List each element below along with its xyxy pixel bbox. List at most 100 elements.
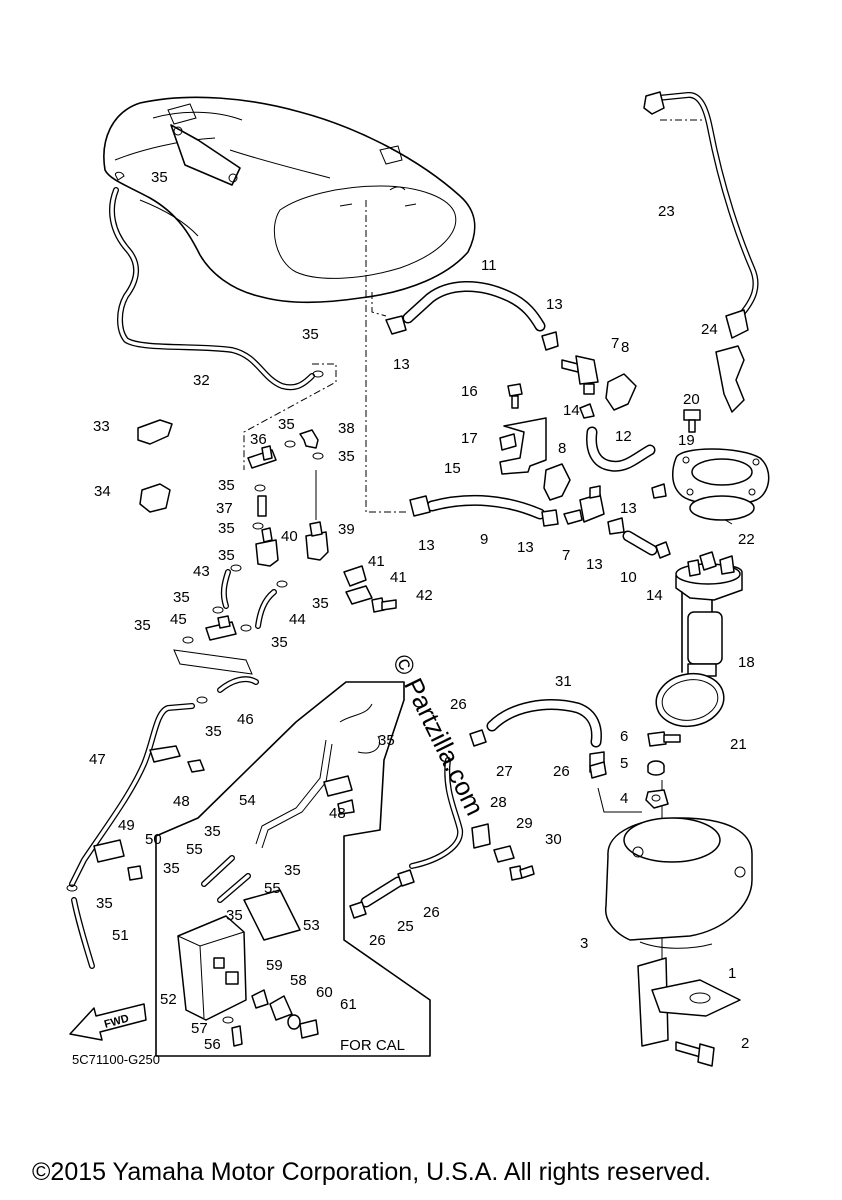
callout-60: 60 (316, 984, 333, 1001)
bracket-15 (499, 417, 547, 475)
clamp-41 (343, 565, 367, 587)
callout-55: 55 (186, 841, 203, 858)
hose-27 (409, 757, 464, 869)
callout-35: 35 (312, 595, 329, 612)
fuel-tank (103, 96, 476, 304)
callout-35: 35 (284, 862, 301, 879)
nut-4 (645, 789, 669, 809)
fuel-hose-9 (426, 494, 546, 520)
callout-55: 55 (264, 880, 281, 897)
clamp-49 (93, 839, 125, 863)
joint-45 (173, 615, 253, 675)
copyright-notice: ©2015 Yamaha Motor Corporation, U.S.A. A… (32, 1158, 711, 1186)
callout-13: 13 (546, 296, 563, 313)
callout-48: 48 (173, 793, 190, 810)
callout-6: 6 (620, 728, 628, 745)
callout-41: 41 (368, 553, 385, 570)
callout-27: 27 (496, 763, 513, 780)
fuel-hose-12 (586, 426, 656, 472)
fuel-pump-18 (675, 551, 743, 677)
fuel-hose-23 (643, 91, 759, 339)
hose-31 (486, 699, 605, 773)
bracket-34 (139, 483, 171, 513)
callout-31: 31 (555, 673, 572, 690)
clamp-26 (349, 901, 367, 919)
callout-52: 52 (160, 991, 177, 1008)
callout-35: 35 (226, 907, 243, 924)
callout-61: 61 (340, 996, 357, 1013)
callout-33: 33 (93, 418, 110, 435)
callout-35: 35 (204, 823, 221, 840)
hose-25 (360, 876, 404, 908)
callout-11: 11 (481, 257, 497, 274)
callout-39: 39 (338, 521, 355, 538)
callout-28: 28 (490, 794, 507, 811)
callout-7: 7 (611, 335, 619, 352)
clamp-13 (607, 517, 625, 535)
callout-26: 26 (450, 696, 467, 713)
callout-23: 23 (658, 203, 675, 220)
bracket-33 (137, 419, 173, 445)
callout-14: 14 (563, 402, 580, 419)
clip-35-group (66, 370, 324, 892)
callout-37: 37 (216, 500, 233, 517)
callout-48: 48 (329, 805, 346, 822)
pump-flange-19 (672, 448, 770, 506)
callout-43: 43 (193, 563, 210, 580)
bolt-20 (683, 409, 701, 433)
callout-41: 41 (390, 569, 407, 586)
callout-9: 9 (480, 531, 488, 548)
callout-1: 1 (728, 965, 736, 982)
callout-42: 42 (416, 587, 433, 604)
callout-30: 30 (545, 831, 562, 848)
callout-20: 20 (683, 391, 700, 408)
clip-8 (543, 463, 571, 501)
callout-45: 45 (170, 611, 187, 628)
callout-40: 40 (281, 528, 298, 545)
callout-14: 14 (646, 587, 663, 604)
fwd-arrow: FWD (69, 1003, 147, 1041)
callout-2: 2 (741, 1035, 749, 1052)
callout-58: 58 (290, 972, 307, 989)
bolt-2 (675, 1041, 715, 1067)
callout-53: 53 (303, 917, 320, 934)
valve-39 (305, 470, 329, 561)
joint-36 (247, 445, 277, 469)
bolt-30 (509, 865, 535, 881)
joint-7 (561, 355, 599, 395)
callout-13: 13 (620, 500, 637, 517)
callout-35: 35 (163, 860, 180, 877)
bolt-42 (371, 597, 397, 613)
callout-34: 34 (94, 483, 111, 500)
elbow-hose-38 (299, 429, 319, 449)
callout-35: 35 (96, 895, 113, 912)
bolt-16 (507, 383, 523, 409)
clamp-14 (655, 541, 671, 559)
callout-35: 35 (218, 520, 235, 537)
callout-35: 35 (338, 448, 355, 465)
clamp-24 (715, 345, 745, 413)
callout-26: 26 (553, 763, 570, 780)
callout-49: 49 (118, 817, 135, 834)
callout-54: 54 (239, 792, 256, 809)
callout-35: 35 (271, 634, 288, 651)
callout-35: 35 (173, 589, 190, 606)
callout-35: 35 (302, 326, 319, 343)
callout-24: 24 (701, 321, 718, 338)
callout-29: 29 (516, 815, 533, 832)
callout-44: 44 (289, 611, 306, 628)
callout-25: 25 (397, 918, 414, 935)
clamp-29 (493, 845, 515, 863)
callout-35: 35 (134, 617, 151, 634)
clamp-14 (579, 403, 595, 419)
callout-21: 21 (730, 736, 747, 753)
callout-26: 26 (369, 932, 386, 949)
callout-13: 13 (393, 356, 410, 373)
callout-13: 13 (418, 537, 435, 554)
bolt-48 (187, 759, 205, 773)
callout-35: 35 (378, 732, 395, 749)
callout-38: 38 (338, 420, 355, 437)
washer-5 (647, 760, 665, 776)
